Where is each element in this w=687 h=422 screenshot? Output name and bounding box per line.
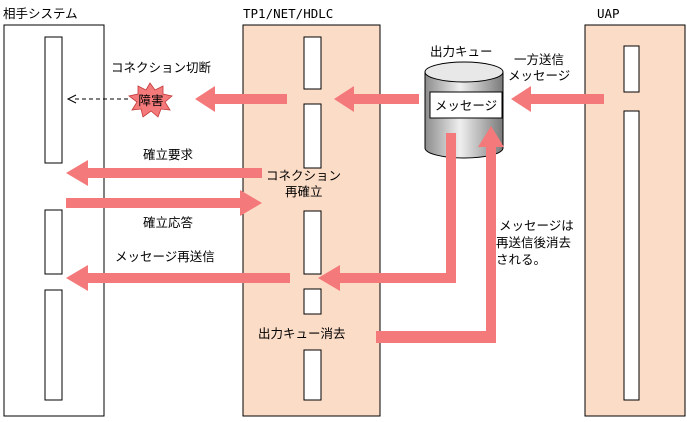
middleware-activation-bar [303,288,322,315]
middleware-activation-bar [303,210,322,275]
send-to-partner-arrow [195,86,287,112]
resend-arrow [66,265,290,291]
output-queue-title: 出力キュー [430,44,493,59]
middleware-header: TP1/NET/HDLC [243,6,333,21]
middleware-activation-bar [303,36,322,90]
partner-activation-bar [44,209,63,275]
note-line2: 再送信後消去 [496,235,571,250]
connection-cut-label: コネクション切断 [111,60,211,75]
queue-delete-path-arrow [376,126,504,343]
output-queue-cylinder [424,61,504,159]
disconnect-arrowhead-icon [66,94,77,104]
partner-activation-bar [44,36,63,164]
one-way-send-arrow [511,86,604,112]
middleware-activation-bar [303,349,322,401]
establish-response-arrow [66,190,262,216]
establish-response-label: 確立応答 [143,215,194,230]
uap-header: UAP [597,6,620,21]
uap-activation-bar [623,45,640,93]
resend-label: メッセージ再送信 [115,249,215,264]
failure-burst-icon [128,82,173,118]
partner-system-header: 相手システム [3,6,78,21]
failure-label: 障害 [138,93,163,108]
queued-message-label: メッセージ [435,98,497,113]
reestablish-label-line2: 再確立 [285,184,323,199]
reestablish-label-line1: コネクション [266,168,341,183]
queued-message-box [429,91,503,119]
queue-delete-label: 出力キュー消去 [258,326,346,341]
note-line1: メッセージは [499,218,574,233]
establish-request-label: 確立要求 [143,147,194,162]
establish-request-arrow [66,160,262,186]
queue-resend-path-arrow [318,133,456,291]
one-way-send-label-line1: 一方送信 [514,52,564,67]
partner-activation-bar [44,289,63,401]
queue-to-middleware-arrow [334,86,419,112]
uap-activation-bar [623,110,640,401]
middleware-activation-bar [303,103,322,169]
note-line3: される。 [496,252,546,267]
one-way-send-label-line2: メッセージ [508,68,570,83]
